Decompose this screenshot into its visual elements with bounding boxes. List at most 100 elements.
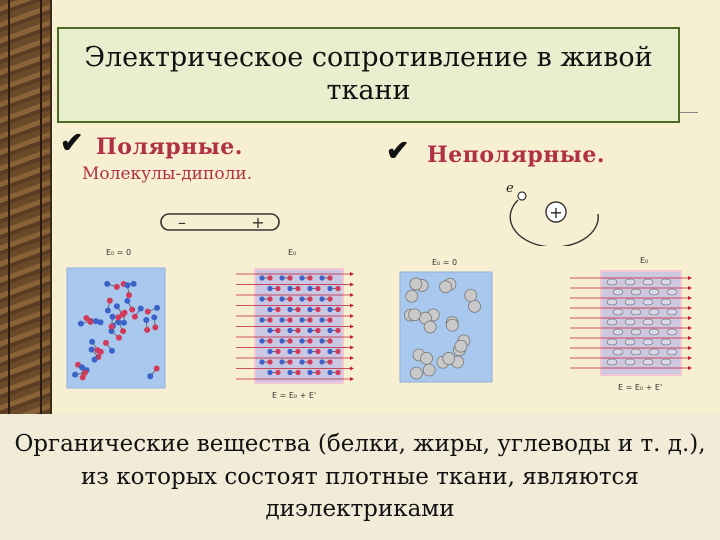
induced-dipole [661, 299, 671, 305]
dipole-negative [287, 328, 292, 333]
dipole-negative [287, 370, 292, 375]
dipole-positive [315, 370, 320, 375]
induced-dipole [667, 309, 677, 315]
dipole-negative [259, 275, 264, 280]
dipole-positive [122, 310, 128, 316]
field-arrow [350, 367, 354, 371]
dipole-negative [105, 307, 111, 313]
induced-dipole [661, 279, 671, 285]
induced-dipole [643, 359, 653, 365]
dipole-positive [315, 286, 320, 291]
dipole-icon: – + [160, 210, 280, 234]
field-arrow [350, 377, 354, 381]
induced-dipole [661, 359, 671, 365]
dipole-positive [335, 328, 340, 333]
nonpolar-molecule [424, 321, 436, 333]
dipole-positive [295, 307, 300, 312]
dipole-negative [267, 349, 272, 354]
dipole-positive [287, 317, 292, 322]
dipole-negative [287, 307, 292, 312]
field-arrow [688, 366, 692, 370]
nonpolar-molecule [446, 319, 458, 331]
dipole-positive [287, 275, 292, 280]
dipole-negative [279, 296, 284, 301]
field-arrow [688, 336, 692, 340]
induced-dipole [625, 279, 635, 285]
dipole-negative [307, 328, 312, 333]
dipole-positive [116, 335, 122, 341]
field-arrow [688, 316, 692, 320]
nonpolar-field-figure: E₀ E = E₀ + E' [566, 252, 694, 396]
field-arrow [350, 272, 354, 276]
dipole-negative [267, 286, 272, 291]
induced-dipole [625, 359, 635, 365]
electron-label: e [506, 181, 514, 196]
title-rule [680, 112, 698, 113]
dipole-negative [104, 281, 110, 287]
dipole-positive [267, 359, 272, 364]
nonpolar-molecule [465, 289, 477, 301]
dipole-positive [115, 314, 121, 320]
field-arrow [688, 346, 692, 350]
nucleus-plus: + [549, 203, 562, 222]
induced-dipole [613, 289, 623, 295]
check-icon: ✔ [60, 126, 83, 159]
field-arrow [350, 293, 354, 297]
dipole-positive [307, 338, 312, 343]
dipole-positive [307, 275, 312, 280]
induced-dipole [661, 339, 671, 345]
dipole-negative [319, 317, 324, 322]
dipole-negative [299, 317, 304, 322]
dipole-negative [299, 359, 304, 364]
field-arrow [688, 356, 692, 360]
fig4-bottom-label: E = E₀ + E' [618, 383, 662, 392]
dipole-positive [98, 349, 104, 355]
dipole-positive [126, 292, 132, 298]
dipole-negative [299, 296, 304, 301]
fig4-label: E₀ [640, 256, 648, 265]
dipole-positive [275, 307, 280, 312]
induced-dipole [607, 279, 617, 285]
induced-dipole [643, 339, 653, 345]
dipole-positive [144, 327, 150, 333]
dipole-negative [319, 359, 324, 364]
dipole-negative [287, 349, 292, 354]
dipole-negative [299, 338, 304, 343]
nonpolar-molecule [440, 281, 452, 293]
dipole-positive [307, 359, 312, 364]
dipole-positive [109, 324, 115, 330]
induced-dipole [649, 309, 659, 315]
dipole-negative [279, 338, 284, 343]
induced-dipole [607, 339, 617, 345]
dipole-negative [267, 307, 272, 312]
dipole-negative [78, 321, 84, 327]
dipole-negative [138, 306, 144, 312]
nonpolar-molecule [421, 352, 433, 364]
dipole-positive [327, 275, 332, 280]
dipole-positive [114, 284, 120, 290]
dipole-positive [80, 374, 86, 380]
dipole-negative [327, 307, 332, 312]
check-icon: ✔ [386, 134, 409, 167]
fig3-label: E₀ = 0 [432, 258, 457, 267]
dipole-positive [307, 296, 312, 301]
dipole-negative [287, 286, 292, 291]
induced-dipole [613, 349, 623, 355]
dipole-negative [319, 338, 324, 343]
nonpolar-molecule [410, 278, 422, 290]
dipole-negative [91, 357, 97, 363]
dipole-negative [307, 370, 312, 375]
induced-dipole [667, 289, 677, 295]
dipole-negative [327, 286, 332, 291]
dipole-positive [152, 324, 158, 330]
dipole-negative [327, 328, 332, 333]
dipole-positive [120, 328, 126, 334]
slide-title: Электрическое сопротивление в живой ткан… [59, 42, 678, 108]
dipole-negative [72, 372, 78, 378]
nonpolar-molecule [455, 340, 467, 352]
fig2-bottom-label: E = E₀ + E' [272, 391, 316, 400]
induced-dipole [631, 289, 641, 295]
field-arrow [350, 314, 354, 318]
dipole-positive [315, 349, 320, 354]
dipole-positive [335, 370, 340, 375]
